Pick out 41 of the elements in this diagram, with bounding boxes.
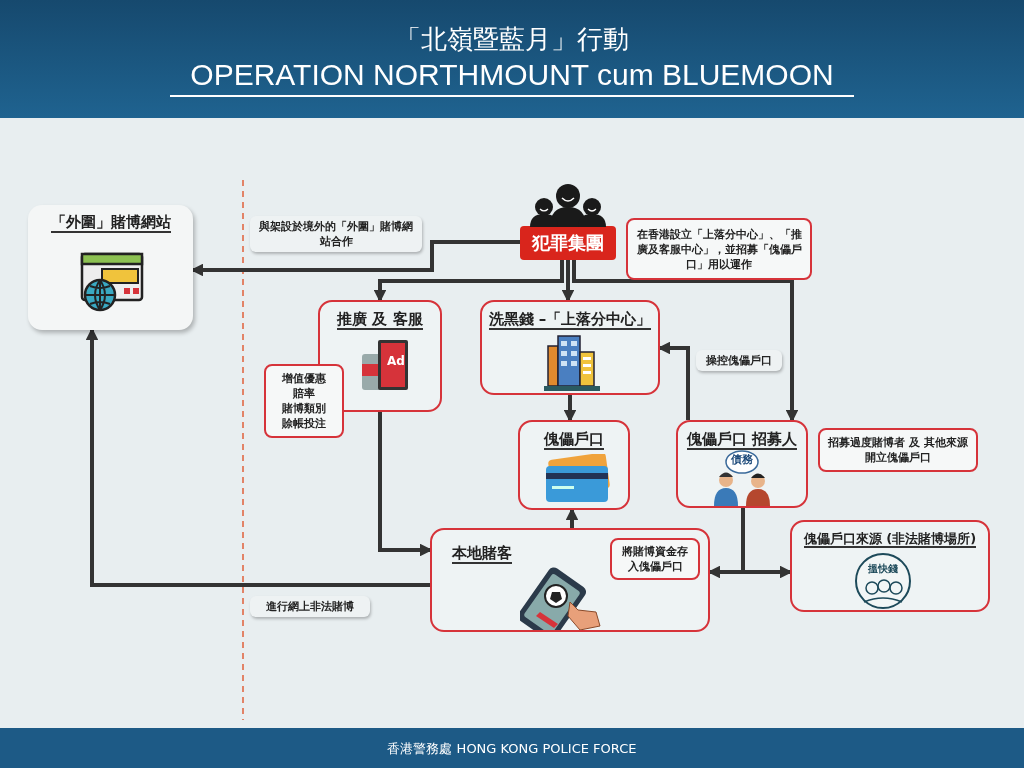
note-text: 增值優惠 bbox=[282, 371, 326, 386]
note-box bbox=[818, 428, 978, 472]
arrow bbox=[373, 260, 564, 303]
box-heading: 推廣 及 客服 bbox=[337, 310, 423, 330]
box-heading: 傀儡戶口 bbox=[544, 430, 604, 450]
process-box bbox=[480, 300, 660, 395]
process-box bbox=[790, 520, 990, 612]
group-name: 犯罪集團 bbox=[532, 231, 604, 255]
box-heading: 傀儡戶口 招募人 bbox=[686, 430, 798, 450]
box-heading: 「外圍」賭博網站 bbox=[50, 213, 171, 233]
ad-text: Ad bbox=[387, 354, 405, 368]
note-text: 賠率 bbox=[293, 386, 315, 401]
circle-text: 搵快錢 bbox=[867, 562, 899, 576]
arrow bbox=[85, 327, 430, 587]
box-heading: 洗黑錢 –「上落分中心」 bbox=[488, 310, 652, 330]
note-text: 招募過度賭博者 及 其他來源開立傀儡戶口 bbox=[827, 435, 969, 465]
note-box bbox=[626, 218, 812, 280]
box-heading: 傀儡戶口來源 (非法賭博場所) bbox=[803, 531, 977, 548]
group-label bbox=[520, 226, 616, 260]
process-box bbox=[518, 420, 630, 510]
arrow bbox=[563, 395, 577, 423]
process-box bbox=[676, 420, 808, 508]
note-text: 賒帳投注 bbox=[282, 416, 326, 431]
arrow bbox=[572, 260, 799, 423]
speech-bubble-text: 債務 bbox=[730, 454, 754, 466]
note-text: 在香港設立「上落分中心」、「推廣及客服中心」，並招募「傀儡戶口」用以運作 bbox=[635, 226, 803, 272]
box-heading: 本地賭客 bbox=[452, 544, 512, 564]
edge-label: 進行網上非法賭博 bbox=[250, 596, 370, 617]
note-box bbox=[264, 364, 344, 438]
note-text: 將賭博資金存入傀儡戶口 bbox=[621, 544, 689, 574]
note-text: 賭博類別 bbox=[282, 401, 326, 416]
edge-label: 與架設於境外的「外圍」賭博網站合作 bbox=[250, 216, 422, 252]
subtitle: OPERATION NORTHMOUNT cum BLUEMOON bbox=[170, 58, 854, 97]
arrow bbox=[561, 260, 575, 303]
title: 「北嶺暨藍月」行動 bbox=[394, 23, 630, 56]
website-box bbox=[28, 205, 193, 330]
edge-label: 操控傀儡戶口 bbox=[696, 350, 782, 371]
note-box bbox=[610, 538, 700, 580]
process-box bbox=[430, 528, 710, 632]
arrow bbox=[565, 507, 579, 528]
footer-text: 香港警務處 HONG KONG POLICE FORCE bbox=[386, 740, 638, 758]
